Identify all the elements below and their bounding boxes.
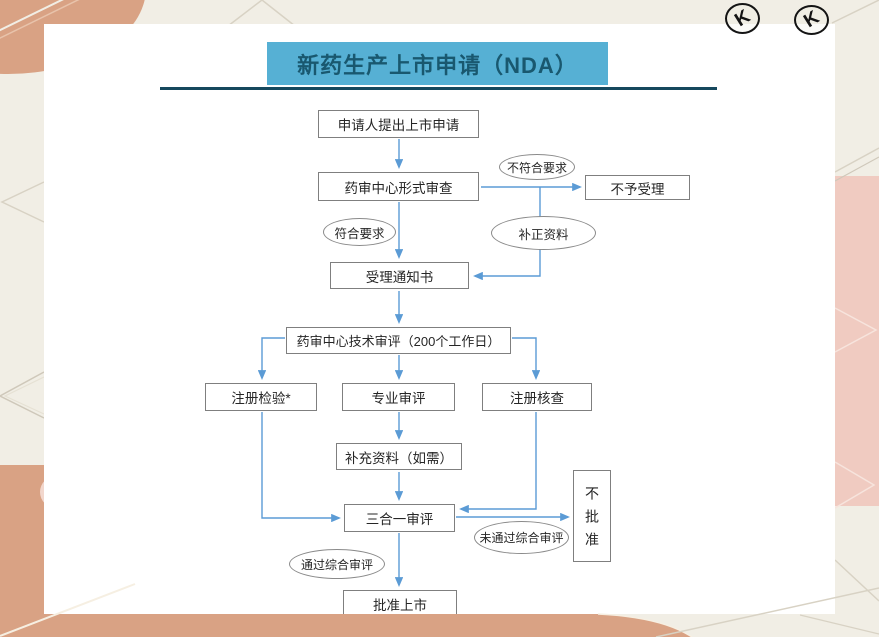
node-registration-inspection: 注册检验*	[205, 383, 317, 411]
node-technical-review: 药审中心技术审评（200个工作日）	[286, 327, 511, 354]
node-professional-review: 专业审评	[342, 383, 455, 411]
node-three-in-one-review: 三合一审评	[344, 504, 455, 532]
node-apply: 申请人提出上市申请	[318, 110, 479, 138]
circled-k-icon: K	[725, 3, 760, 34]
label-not-meet-requirements: 不符合要求	[499, 154, 575, 180]
node-not-approved: 不批准	[573, 470, 611, 562]
node-formal-review: 药审中心形式审查	[318, 172, 479, 201]
node-not-accepted: 不予受理	[585, 175, 690, 200]
node-acceptance-notice: 受理通知书	[330, 262, 469, 289]
slide-title: 新药生产上市申请（NDA）	[267, 42, 608, 85]
title-divider-rule	[160, 87, 717, 90]
label-fail-comprehensive-review: 未通过综合审评	[474, 521, 569, 554]
label-meet-requirements: 符合要求	[323, 218, 396, 246]
node-registration-verification: 注册核查	[482, 383, 592, 411]
node-approved: 批准上市	[343, 590, 457, 618]
circled-k-icon: K	[794, 5, 829, 35]
label-pass-comprehensive-review: 通过综合审评	[289, 549, 385, 579]
